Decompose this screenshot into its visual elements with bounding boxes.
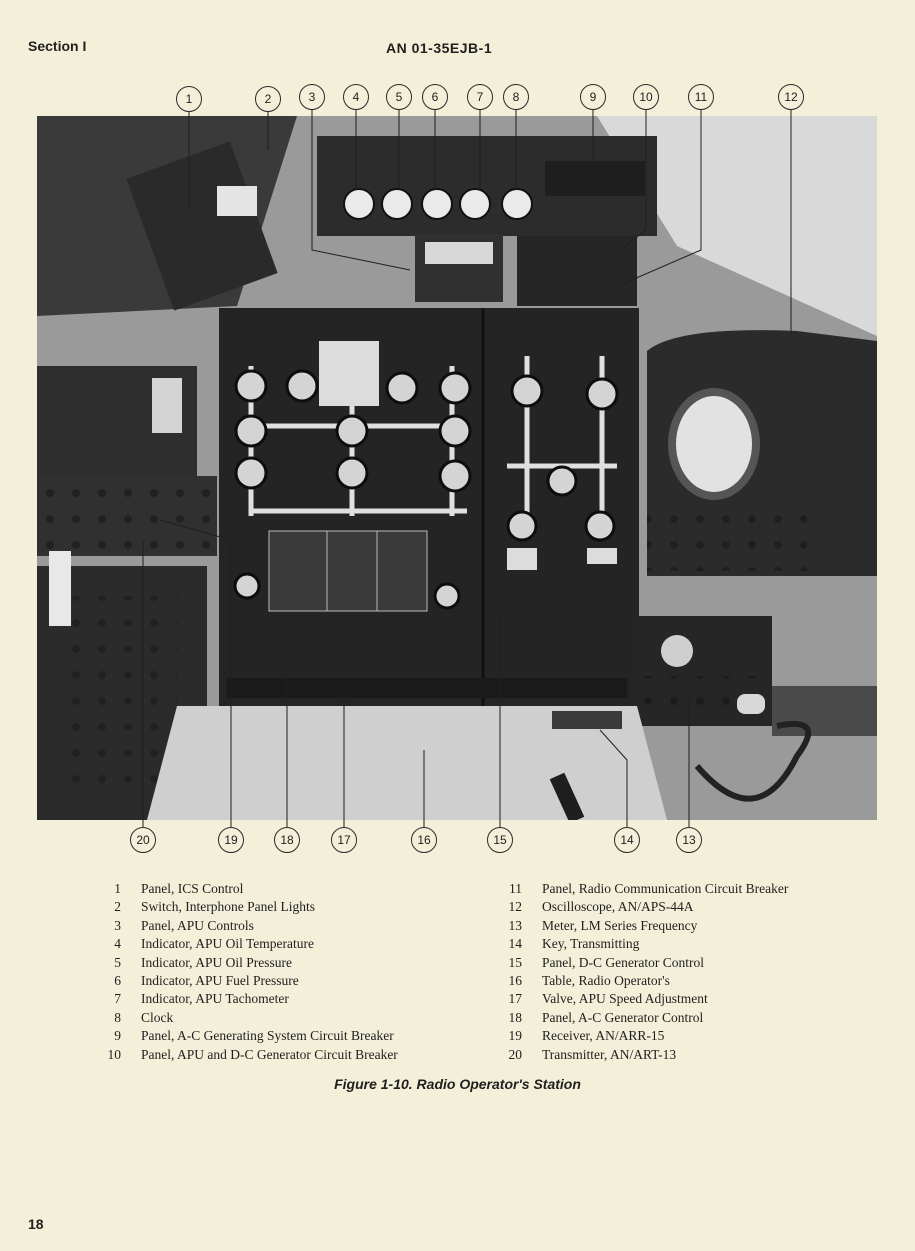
figure-caption: Figure 1-10. Radio Operator's Station: [334, 1076, 581, 1092]
legend-item: 18 Panel, A-C Generator Control: [496, 1009, 788, 1027]
legend-number: 11: [509, 881, 522, 896]
legend-number: 2: [114, 899, 121, 915]
legend-text: Oscilloscope, AN/APS-44A: [542, 899, 694, 915]
section-header: Section I: [28, 38, 87, 54]
legend-left-column: 1 Panel, ICS Control 2 Switch, Interphone …: [95, 880, 398, 1064]
legend-number: 5: [114, 954, 121, 970]
legend-number: 6: [114, 973, 121, 989]
callout-10: 10: [633, 84, 659, 110]
legend-text: Panel, Radio Communication Circuit Break…: [542, 881, 789, 896]
callout-3: 3: [299, 84, 325, 110]
legend-text: Clock: [141, 1009, 174, 1025]
legend-number: 10: [107, 1046, 122, 1062]
legend-text: Valve, APU Speed Adjustment: [542, 991, 708, 1007]
legend-item: 9 Panel, A-C Generating System Circuit Br…: [95, 1027, 398, 1045]
callout-6: 6: [422, 84, 448, 110]
legend-number: 12: [508, 899, 523, 915]
callout-19: 19: [218, 827, 244, 853]
callout-18: 18: [274, 827, 300, 853]
callout-17: 17: [331, 827, 357, 853]
legend-item: 19 Receiver, AN/ARR-15: [496, 1027, 788, 1045]
callout-20: 20: [130, 827, 156, 853]
legend-text: Indicator, APU Tachometer: [141, 991, 289, 1007]
legend-item: 13 Meter, LM Series Frequency: [496, 917, 788, 935]
station-photograph: [37, 116, 877, 820]
legend-item: 12 Oscilloscope, AN/APS-44A: [496, 898, 788, 916]
callout-8: 8: [503, 84, 529, 110]
legend-item: 3 Panel, APU Controls: [95, 917, 398, 935]
legend-number: 20: [508, 1046, 523, 1062]
legend-text: Indicator, APU Oil Pressure: [141, 954, 292, 970]
callout-5: 5: [386, 84, 412, 110]
legend-number: 9: [114, 1028, 121, 1044]
legend-item: 14 Key, Transmitting: [496, 935, 788, 953]
legend-text: Panel, D-C Generator Control: [542, 954, 704, 970]
legend-item: 7 Indicator, APU Tachometer: [95, 990, 398, 1008]
callout-14: 14: [614, 827, 640, 853]
callout-4: 4: [343, 84, 369, 110]
legend-item: 4 Indicator, APU Oil Temperature: [95, 935, 398, 953]
callout-2: 2: [255, 86, 281, 112]
callout-13: 13: [676, 827, 702, 853]
legend-item: 11 Panel, Radio Communication Circuit Bre…: [496, 880, 788, 898]
legend-item: 6 Indicator, APU Fuel Pressure: [95, 972, 398, 990]
callout-9: 9: [580, 84, 606, 110]
legend-text: Receiver, AN/ARR-15: [542, 1028, 665, 1044]
callout-15: 15: [487, 827, 513, 853]
callout-7: 7: [467, 84, 493, 110]
legend-number: 14: [508, 936, 523, 952]
legend-item: 10 Panel, APU and D-C Generator Circuit B…: [95, 1046, 398, 1064]
callout-12: 12: [778, 84, 804, 110]
legend-text: Panel, A-C Generating System Circuit Bre…: [141, 1028, 394, 1044]
callout-1: 1: [176, 86, 202, 112]
legend-item: 5 Indicator, APU Oil Pressure: [95, 954, 398, 972]
legend-item: 17 Valve, APU Speed Adjustment: [496, 990, 788, 1008]
legend-item: 8 Clock: [95, 1009, 398, 1027]
legend-item: 15 Panel, D-C Generator Control: [496, 954, 788, 972]
legend-number: 19: [508, 1028, 523, 1044]
legend-text: Panel, A-C Generator Control: [542, 1009, 704, 1025]
legend-number: 15: [508, 954, 523, 970]
document-id: AN 01-35EJB-1: [386, 40, 493, 56]
legend-text: Key, Transmitting: [542, 936, 640, 952]
legend-number: 4: [114, 936, 121, 952]
legend-item: 1 Panel, ICS Control: [95, 880, 398, 898]
legend-number: 16: [508, 973, 523, 989]
legend-number: 7: [114, 991, 121, 1007]
legend-text: Meter, LM Series Frequency: [542, 917, 698, 933]
legend-item: 2 Switch, Interphone Panel Lights: [95, 898, 398, 916]
legend-text: Indicator, APU Oil Temperature: [141, 936, 314, 952]
legend-text: Panel, APU and D-C Generator Circuit Bre…: [141, 1046, 398, 1062]
callout-11: 11: [688, 84, 714, 110]
legend-text: Panel, APU Controls: [141, 917, 254, 933]
legend-text: Switch, Interphone Panel Lights: [141, 899, 315, 915]
legend-item: 20 Transmitter, AN/ART-13: [496, 1046, 788, 1064]
legend-text: Panel, ICS Control: [141, 881, 244, 896]
legend-number: 13: [508, 917, 523, 933]
legend-number: 18: [508, 1009, 523, 1025]
callout-16: 16: [411, 827, 437, 853]
legend-number: 8: [114, 1009, 121, 1025]
legend-text: Transmitter, AN/ART-13: [542, 1046, 677, 1062]
legend-number: 17: [508, 991, 523, 1007]
legend-text: Table, Radio Operator's: [542, 973, 670, 989]
page-number: 18: [28, 1216, 44, 1232]
legend-text: Indicator, APU Fuel Pressure: [141, 973, 299, 989]
legend-number: 3: [114, 917, 121, 933]
legend-item: 16 Table, Radio Operator's: [496, 972, 788, 990]
legend-right-column: 11 Panel, Radio Communication Circuit Bre…: [496, 880, 789, 1064]
legend-number: 1: [114, 881, 121, 896]
